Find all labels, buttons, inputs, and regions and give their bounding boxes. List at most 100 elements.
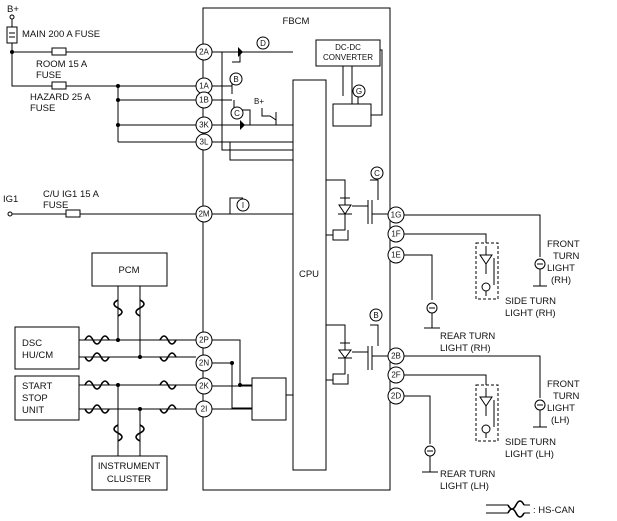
- pin-2a: 2A: [195, 43, 213, 61]
- pin-2d: 2D: [387, 387, 405, 405]
- dcdc-label-2: CONVERTER: [323, 53, 373, 62]
- side-rh-line-1: SIDE TURN: [505, 296, 556, 307]
- pin-1e: 1E: [387, 246, 405, 264]
- svg-text:B: B: [373, 311, 378, 320]
- pin-label: 1G: [391, 211, 402, 220]
- front-lh-line-4: (LH): [551, 415, 569, 426]
- ssu-label-2: STOP: [22, 393, 48, 404]
- ic-label-2: CLUSTER: [107, 474, 151, 485]
- pin-3l: 3L: [195, 133, 213, 151]
- pin-label: 2M: [198, 210, 209, 219]
- pin-2m: 2M: [195, 205, 213, 223]
- pin-2f: 2F: [387, 366, 405, 384]
- pin-label: 1E: [391, 251, 401, 260]
- cpu-label: CPU: [299, 269, 319, 280]
- pin-1f: 1F: [387, 225, 405, 243]
- marker-g: G: [352, 84, 366, 98]
- rear-lh-line-1: REAR TURN: [440, 469, 495, 480]
- rh-driver: C: [326, 166, 390, 241]
- pin-label: 2I: [201, 405, 208, 414]
- pcm-label: PCM: [118, 265, 139, 276]
- main-fuse-label: MAIN 200 A FUSE: [22, 29, 100, 40]
- cpu-block: [292, 79, 327, 471]
- pin-2b: 2B: [387, 347, 405, 365]
- pcm-unit: PCM: [91, 252, 168, 287]
- ssu-label-3: UNIT: [22, 405, 44, 416]
- main-fuse-symbol: [6, 26, 18, 44]
- pin-1b: 1B: [195, 91, 213, 109]
- side-lh-line-2: LIGHT (LH): [505, 449, 554, 460]
- rear-rh-line-1: REAR TURN: [440, 331, 495, 342]
- dsc-label-1: DSC: [22, 338, 42, 349]
- rear-rh-line-2: LIGHT (RH): [440, 343, 491, 354]
- cuig1-fuse-label-1: C/U IG1 15 A: [43, 189, 100, 200]
- pin-2n: 2N: [195, 354, 213, 372]
- pin-2k: 2K: [195, 377, 213, 395]
- side-rh-line-2: LIGHT (RH): [505, 308, 556, 319]
- front-rh-line-4: (RH): [551, 275, 571, 286]
- front-rh-line-1: FRONT: [547, 239, 580, 250]
- pin-label: 2D: [391, 392, 401, 401]
- pin-2p: 2P: [195, 331, 213, 349]
- lh-driver: B: [326, 308, 390, 385]
- pin-label: 1B: [199, 96, 209, 105]
- dsc-label-2: HU/CM: [22, 350, 53, 361]
- front-rh-line-2: TURN: [553, 251, 580, 262]
- pin-label: 2F: [391, 371, 400, 380]
- instrument-cluster-unit: INSTRUMENT CLUSTER: [91, 455, 168, 491]
- side-lh-line-1: SIDE TURN: [505, 437, 556, 448]
- dsc-hucm-unit: DSC HU/CM: [14, 326, 80, 370]
- svg-text:C: C: [234, 109, 240, 118]
- start-stop-unit: START STOP UNIT: [14, 375, 80, 421]
- marker-i: I: [236, 198, 250, 212]
- room-fuse-label-2: FUSE: [36, 70, 61, 81]
- pin-label: 2P: [199, 336, 209, 345]
- ig1-label: IG1: [3, 194, 18, 205]
- pin-label: 2A: [199, 48, 209, 57]
- pin-2i: 2I: [195, 400, 213, 418]
- front-rh-line-3: LIGHT: [547, 263, 575, 274]
- front-lh-line-1: FRONT: [547, 379, 580, 390]
- lh-lamp-circuit: [404, 355, 547, 473]
- ssu-label-1: START: [22, 381, 52, 392]
- cuig1-fuse-symbol: [65, 209, 81, 218]
- hazard-fuse-symbol: [51, 81, 67, 90]
- marker-c-upper: C: [230, 106, 244, 120]
- svg-text:G: G: [356, 87, 362, 96]
- pin-label: 3K: [199, 121, 209, 130]
- front-lh-line-3: LIGHT: [547, 403, 575, 414]
- svg-text:B: B: [233, 75, 238, 84]
- ic-label-1: INSTRUMENT: [98, 461, 160, 472]
- battery-label: B+: [7, 4, 19, 15]
- hazard-fuse-label-1: HAZARD 25 A: [30, 92, 91, 103]
- pin-label: 2N: [199, 359, 209, 368]
- dcdc-label-1: DC-DC: [335, 43, 361, 52]
- pin-label: 3L: [200, 138, 209, 147]
- pin-label: 2B: [391, 352, 401, 361]
- ig1-feed: IG1 C/U IG1 15 A FUSE: [3, 189, 293, 218]
- hazard-fuse-label-2: FUSE: [30, 103, 55, 114]
- svg-text:I: I: [242, 201, 244, 210]
- svg-text:D: D: [260, 39, 266, 48]
- legend-label: : HS-CAN: [533, 505, 575, 516]
- connector-pins: 2A 1A 1B 3K 3L 2M 2P 2N 2K 2I 1G 1F 1E 2B 2F 2D: [195, 43, 405, 418]
- svg-text:C: C: [374, 169, 380, 178]
- room-fuse-symbol: [51, 47, 67, 56]
- pin-label: 1A: [199, 82, 209, 91]
- inner-bplus-label: B+: [254, 97, 264, 106]
- fbcm-title: FBCM: [283, 16, 310, 27]
- marker-b-upper: B: [229, 72, 243, 86]
- battery-feed: B+ MAIN 200 A FUSE ROOM 15 A FUSE HAZARD…: [6, 4, 203, 143]
- rear-lh-line-2: LIGHT (LH): [440, 481, 489, 492]
- legend: : HS-CAN: [486, 500, 575, 518]
- can-transceiver-block: [251, 377, 287, 421]
- pin-1g: 1G: [387, 206, 405, 224]
- cuig1-fuse-label-2: FUSE: [43, 200, 68, 211]
- pin-3k: 3K: [195, 116, 213, 134]
- front-lh-line-2: TURN: [553, 391, 580, 402]
- room-fuse-label-1: ROOM 15 A: [36, 59, 88, 70]
- rh-lamp-circuit: [404, 214, 547, 329]
- dcdc-converter: [315, 39, 381, 67]
- power-supply-block: [332, 103, 372, 127]
